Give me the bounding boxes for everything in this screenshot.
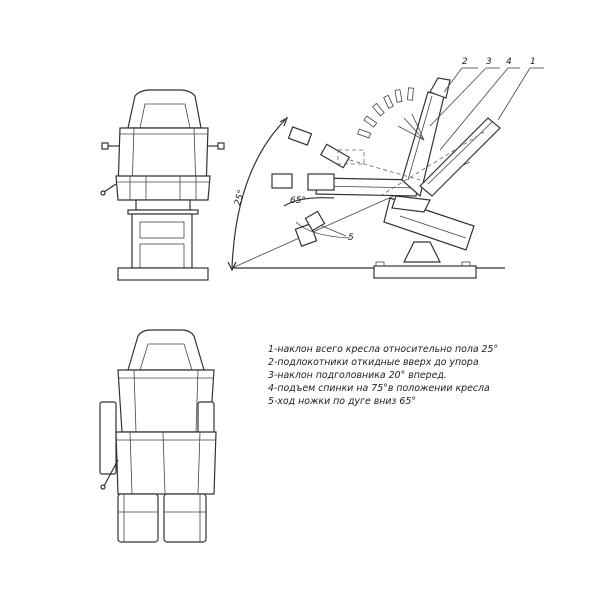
- callout-3: 3: [486, 57, 492, 67]
- side-view: 2 3 4 1 5 25° 65°: [227, 57, 544, 279]
- top-seat: [115, 431, 217, 495]
- front-base: [117, 267, 209, 281]
- note-1: 1-наклон всего кресла относительно пола …: [268, 344, 499, 355]
- leg-angle-arc: [283, 197, 335, 207]
- side-base: [373, 265, 477, 279]
- callout-4: 4: [506, 57, 512, 67]
- callout-2: 2: [462, 57, 468, 67]
- callout-1: 1: [530, 57, 536, 67]
- top-armrest-left: [99, 401, 117, 475]
- leg-angle-label: 65°: [290, 196, 306, 206]
- top-legrest-right: [163, 493, 207, 543]
- front-view: [100, 89, 225, 281]
- front-headrest: [127, 89, 202, 129]
- note-4: 4-подъем спинки на 75°в положении кресла: [268, 383, 490, 394]
- note-5: 5-ход ножки по дуге вниз 65°: [268, 396, 417, 407]
- top-legrest-left: [117, 493, 159, 543]
- callout-leaders: [321, 67, 544, 237]
- top-headrest: [127, 329, 205, 371]
- tilt-angle-label: 25°: [233, 189, 247, 207]
- top-view: [99, 329, 217, 543]
- headrest-tilt-rays: [357, 87, 425, 141]
- front-column: [131, 213, 193, 269]
- tilt-angle-arc: [231, 119, 286, 269]
- note-2: 2-подлокотники откидные вверх до упора: [268, 357, 479, 368]
- note-3: 3-наклон подголовника 20° вперед.: [268, 370, 447, 381]
- callout-5: 5: [348, 233, 354, 243]
